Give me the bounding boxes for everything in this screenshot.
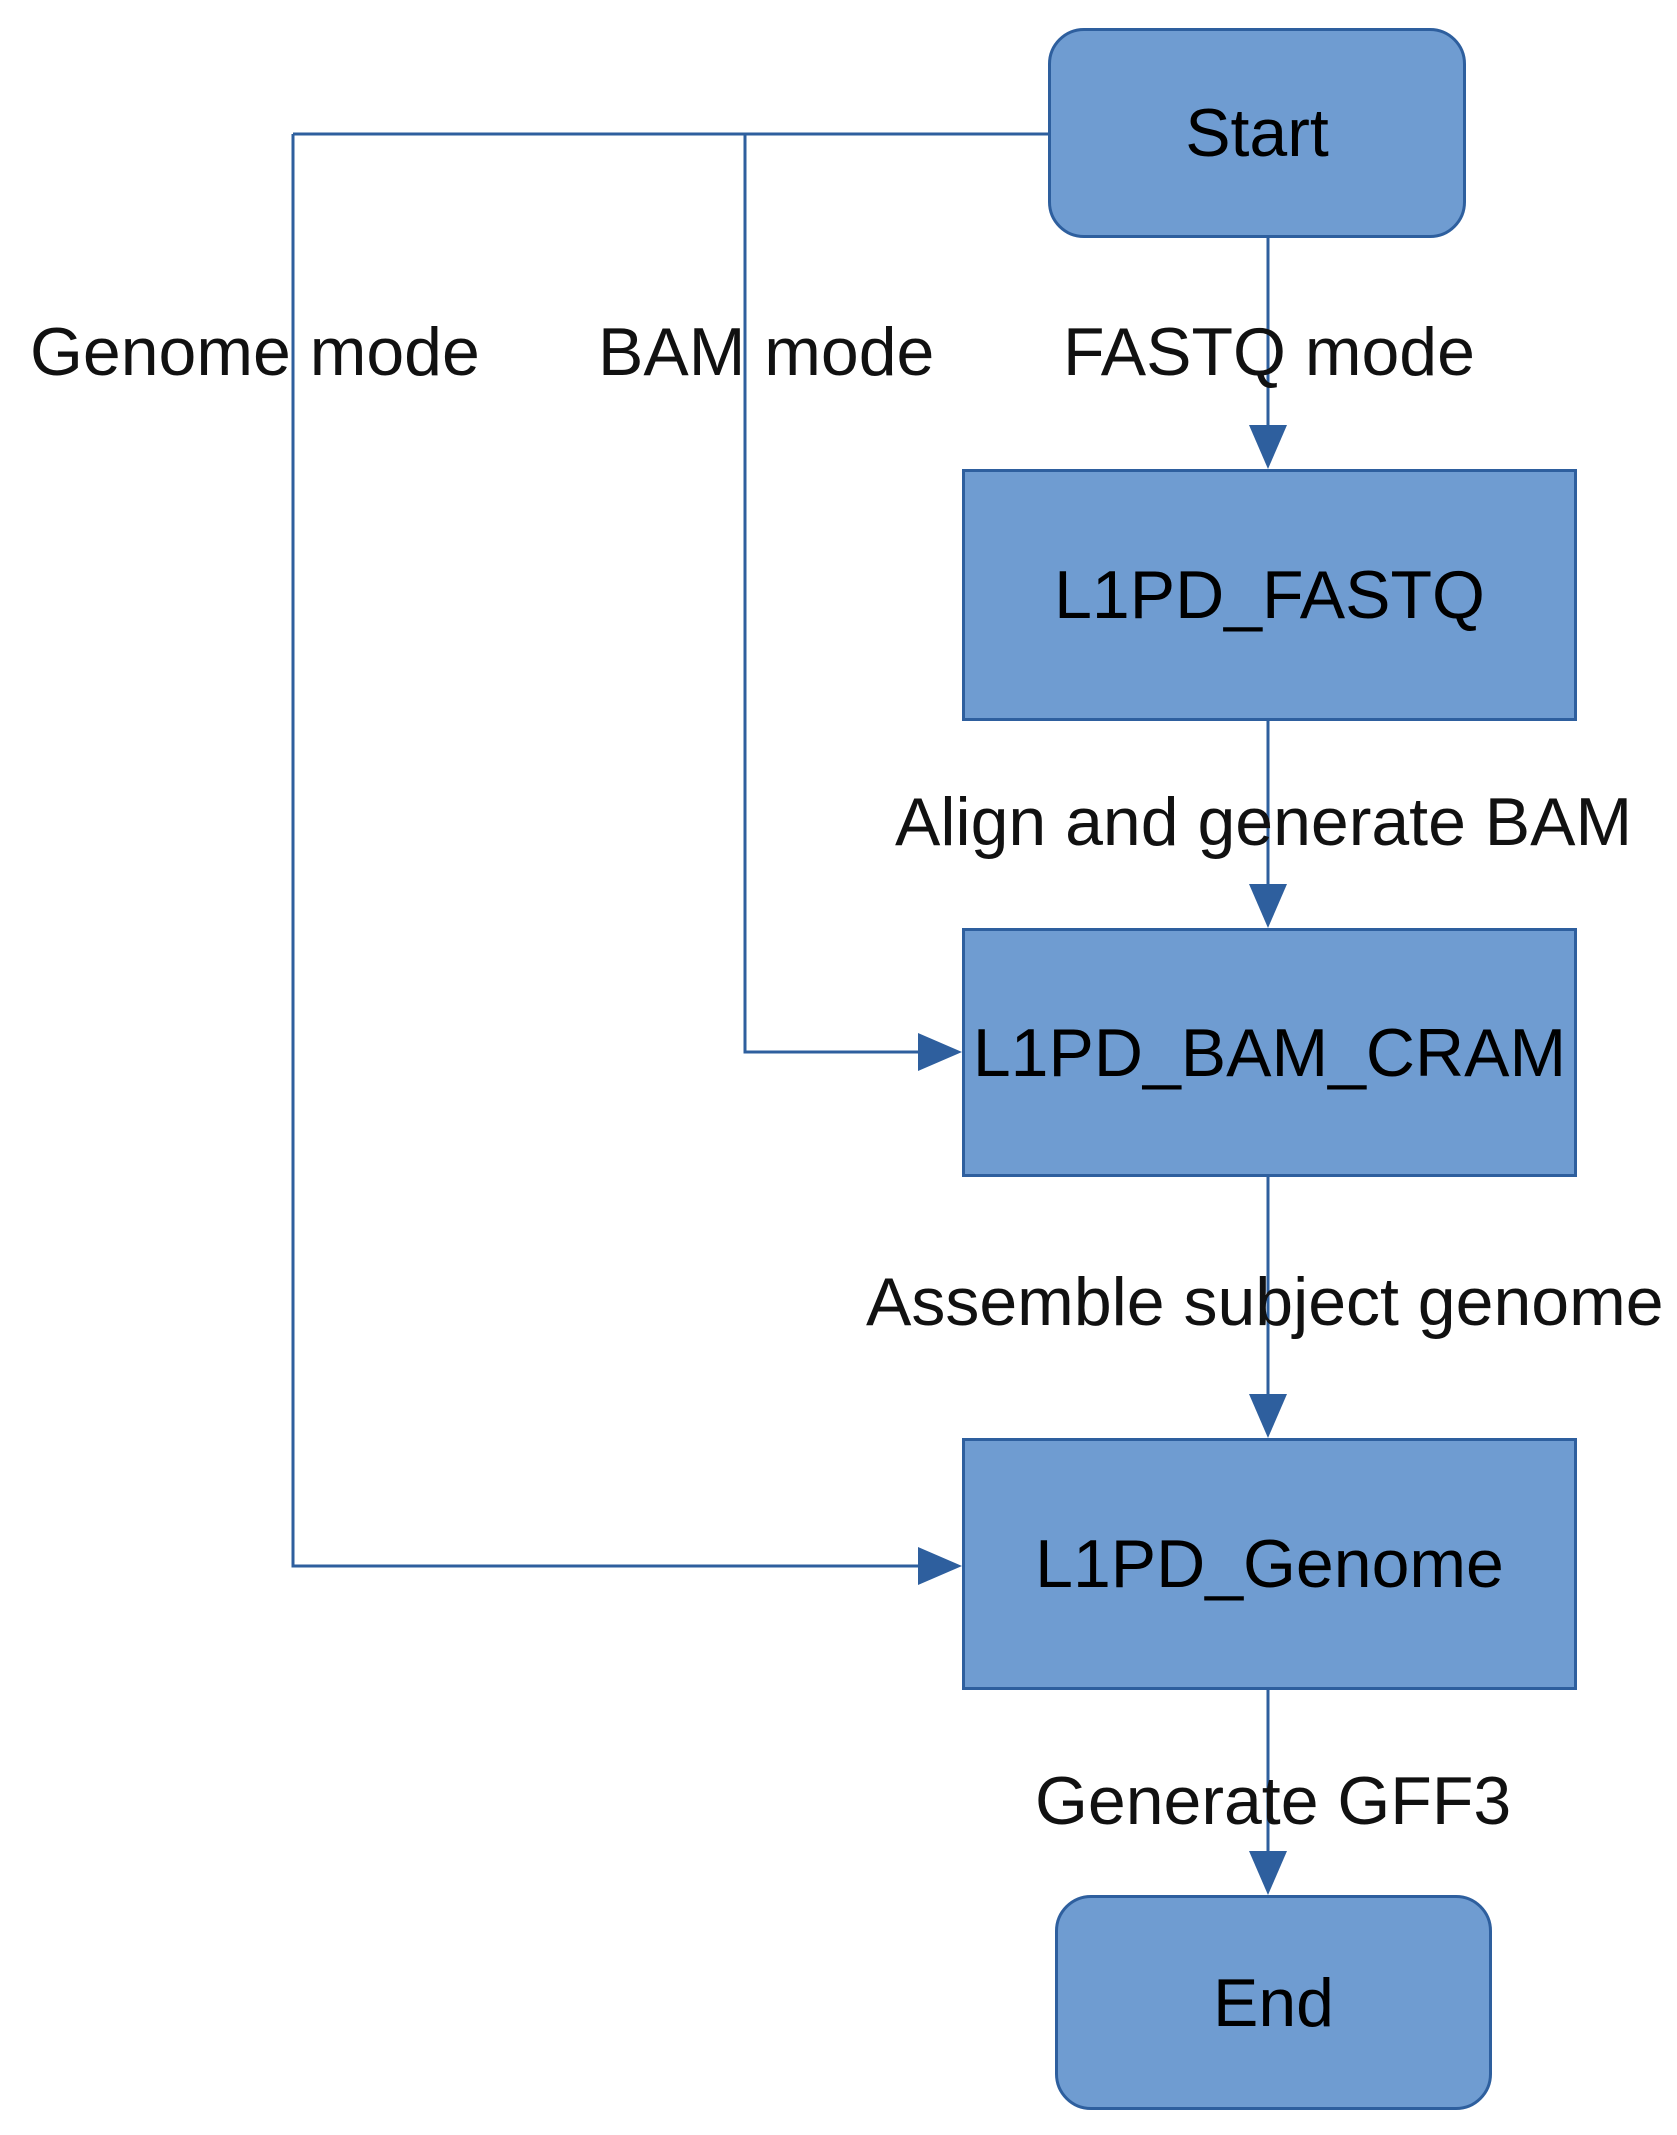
- node-start-label: Start: [1185, 95, 1329, 171]
- edge-label-generate-gff3: Generate GFF3: [1035, 1763, 1512, 1839]
- edge-bam-mode-line: [743, 134, 918, 1054]
- node-l1pd-bam-cram: L1PD_BAM_CRAM: [962, 928, 1577, 1177]
- edge-label-genome-mode: Genome mode: [30, 314, 480, 390]
- arrowhead-align-bam: [1249, 884, 1287, 928]
- arrowhead-bam-mode: [918, 1033, 962, 1071]
- node-l1pd-genome-label: L1PD_Genome: [1035, 1526, 1504, 1602]
- node-end: End: [1055, 1895, 1492, 2110]
- edge-label-assemble-genome: Assemble subject genome: [866, 1264, 1664, 1340]
- node-l1pd-bam-cram-label: L1PD_BAM_CRAM: [972, 1014, 1567, 1091]
- edge-label-align-bam: Align and generate BAM: [895, 784, 1633, 860]
- node-l1pd-genome: L1PD_Genome: [962, 1438, 1577, 1690]
- edge-genome-mode-line: [291, 134, 918, 1568]
- arrowhead-generate-gff3: [1249, 1851, 1287, 1895]
- arrowhead-assemble-genome: [1249, 1394, 1287, 1438]
- edge-label-fastq-mode: FASTQ mode: [1063, 314, 1475, 390]
- edge-label-bam-mode: BAM mode: [598, 314, 935, 390]
- arrowhead-fastq-mode: [1249, 425, 1287, 469]
- node-l1pd-fastq: L1PD_FASTQ: [962, 469, 1577, 721]
- arrowhead-genome-mode: [918, 1547, 962, 1585]
- node-l1pd-fastq-label: L1PD_FASTQ: [1054, 557, 1485, 633]
- node-end-label: End: [1213, 1964, 1334, 2041]
- node-start: Start: [1048, 28, 1466, 238]
